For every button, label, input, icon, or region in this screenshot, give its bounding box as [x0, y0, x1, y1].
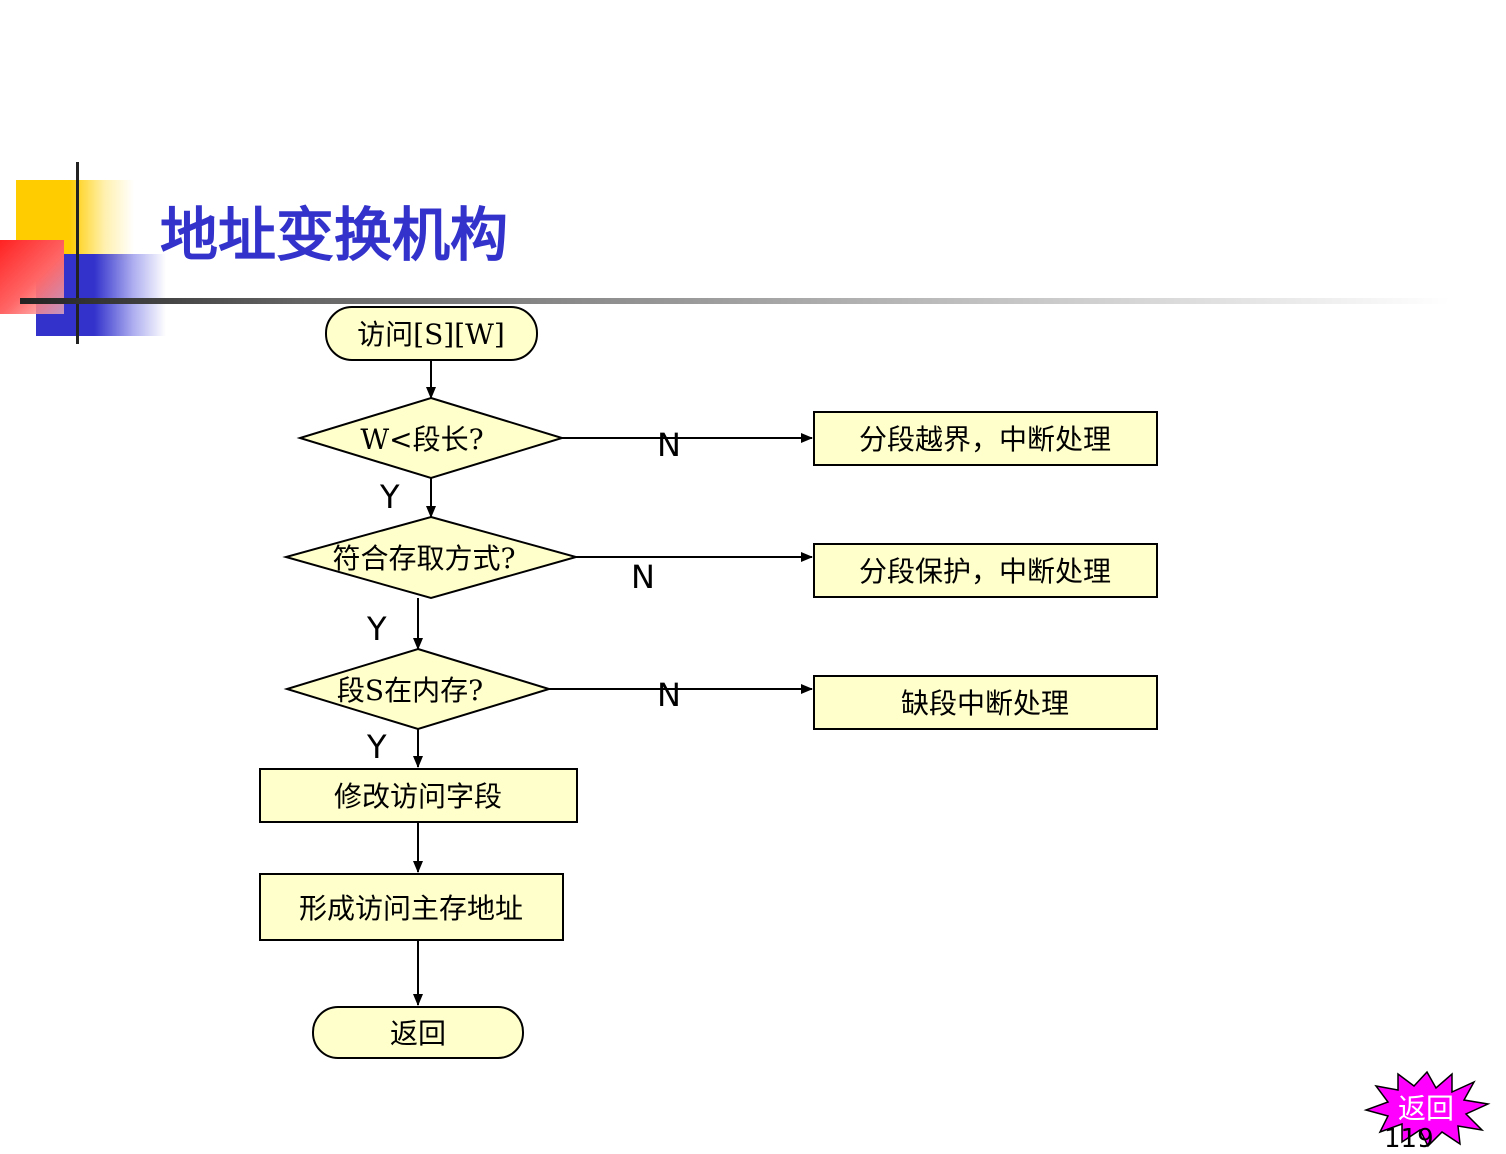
outcome-node-3-label: 缺段中断处理 [901, 687, 1069, 720]
yes-label-1: Y [379, 478, 400, 516]
no-label-2: N [631, 558, 655, 596]
connectors [413, 360, 813, 1006]
page-number: 119 [1384, 1124, 1434, 1154]
start-node: 访问[S][W] [325, 306, 538, 361]
title-underline [20, 298, 1450, 304]
decor-vertical-line [76, 162, 79, 344]
start-node-label: 访问[S][W] [357, 318, 505, 351]
outcome-node-2-label: 分段保护，中断处理 [859, 555, 1111, 588]
process-node-2-label: 形成访问主存地址 [299, 892, 523, 925]
starburst-icon: 返回 [1363, 1070, 1491, 1148]
back-button-label: 返回 [1398, 1092, 1454, 1125]
decision-node-2-label: 符合存取方式? [332, 542, 515, 575]
process-node-1-label: 修改访问字段 [334, 780, 502, 813]
end-node: 返回 [312, 1006, 524, 1059]
decision-node-3-label: 段S在内存? [337, 674, 483, 707]
decision-node-2: 符合存取方式? [282, 515, 580, 600]
yes-label-2: Y [366, 610, 387, 648]
decision-node-1-label: W<段长? [360, 423, 483, 456]
outcome-node-1: 分段越界，中断处理 [813, 411, 1158, 466]
decision-node-3: 段S在内存? [283, 647, 553, 731]
outcome-node-2: 分段保护，中断处理 [813, 543, 1158, 598]
yes-label-3: Y [366, 728, 387, 766]
outcome-node-3: 缺段中断处理 [813, 675, 1158, 730]
process-node-1: 修改访问字段 [259, 768, 578, 823]
no-label-1: N [657, 426, 681, 464]
page-title: 地址变换机构 [160, 201, 509, 269]
outcome-node-1-label: 分段越界，中断处理 [859, 423, 1111, 456]
no-label-3: N [657, 676, 681, 714]
end-node-label: 返回 [390, 1017, 446, 1050]
process-node-2: 形成访问主存地址 [259, 873, 564, 941]
back-button[interactable]: 返回 [1362, 1068, 1492, 1148]
decision-node-1: W<段长? [296, 396, 566, 480]
